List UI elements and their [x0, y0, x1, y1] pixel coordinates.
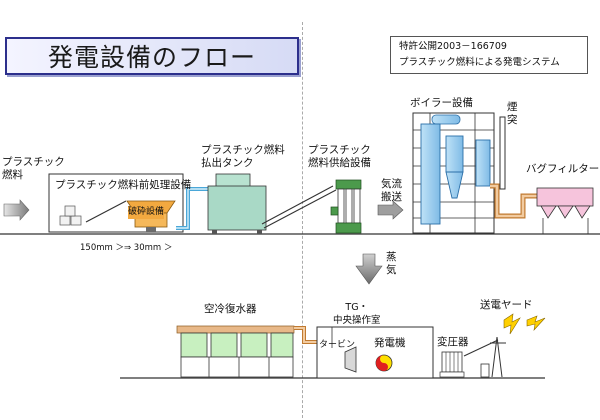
page-title: 発電設備のフロー: [47, 43, 256, 72]
title-box: 発電設備のフロー: [5, 37, 299, 75]
power-bolt-icon: [503, 313, 521, 335]
generator-symbol: [375, 354, 393, 372]
turbine-body: [344, 346, 357, 373]
bag-filter-label: バグフィルター: [526, 163, 600, 175]
transmission-tower: [480, 336, 506, 378]
bag-filter: [536, 187, 594, 234]
generator-label: 発電機: [374, 337, 406, 349]
size-reduction-note: 150mm ＞⇒ 30mm ＞: [80, 243, 173, 253]
air-transport-label: 気流 搬送: [381, 178, 402, 203]
center-divider: [302, 22, 303, 418]
fuel-supply-label: プラスチック 燃料供給設備: [308, 144, 371, 169]
steam-label: 蒸 気: [386, 251, 397, 276]
fuel-supply-unit: [330, 179, 362, 234]
patent-number: 特許公開2003－166709: [399, 41, 507, 52]
discharge-tank: [207, 173, 267, 234]
plastic-bales: [59, 205, 82, 226]
turbine-label: タービン: [319, 340, 356, 350]
air-transport-arrow: [377, 200, 404, 220]
control-room-label: TG・ 中央操作室: [333, 302, 381, 326]
fuel-input-arrow: [3, 199, 30, 221]
discharge-tank-label: プラスチック燃料 払出タンク: [201, 144, 285, 169]
transformer-label: 変圧器: [437, 336, 469, 348]
transformer-unit: [439, 351, 465, 378]
power-bolt-icon: [526, 315, 546, 331]
pretreatment-label: プラスチック燃料前処理設備: [55, 179, 192, 191]
patent-reference-box: 特許公開2003－166709 プラスチック燃料による発電システム: [390, 36, 588, 74]
crusher-label: 破砕設備: [128, 206, 165, 219]
supply-conveyor: [261, 185, 334, 225]
transmission-wire: [463, 339, 499, 357]
patent-title: プラスチック燃料による発電システム: [399, 57, 560, 68]
boiler-label: ボイラー設備: [410, 97, 473, 109]
switchyard-label: 送電ヤード: [480, 299, 533, 311]
pretreat-conveyor: [85, 200, 127, 223]
plastic-fuel-label: プラスチック 燃料: [2, 156, 65, 181]
air-cooled-condenser: [176, 325, 295, 378]
air-condenser-label: 空冷復水器: [204, 303, 257, 315]
chimney: [499, 116, 506, 190]
boiler-building: [412, 112, 495, 234]
steam-down-arrow: [355, 253, 383, 285]
chimney-label: 煙 突: [507, 101, 518, 126]
tg-building: [316, 326, 434, 379]
